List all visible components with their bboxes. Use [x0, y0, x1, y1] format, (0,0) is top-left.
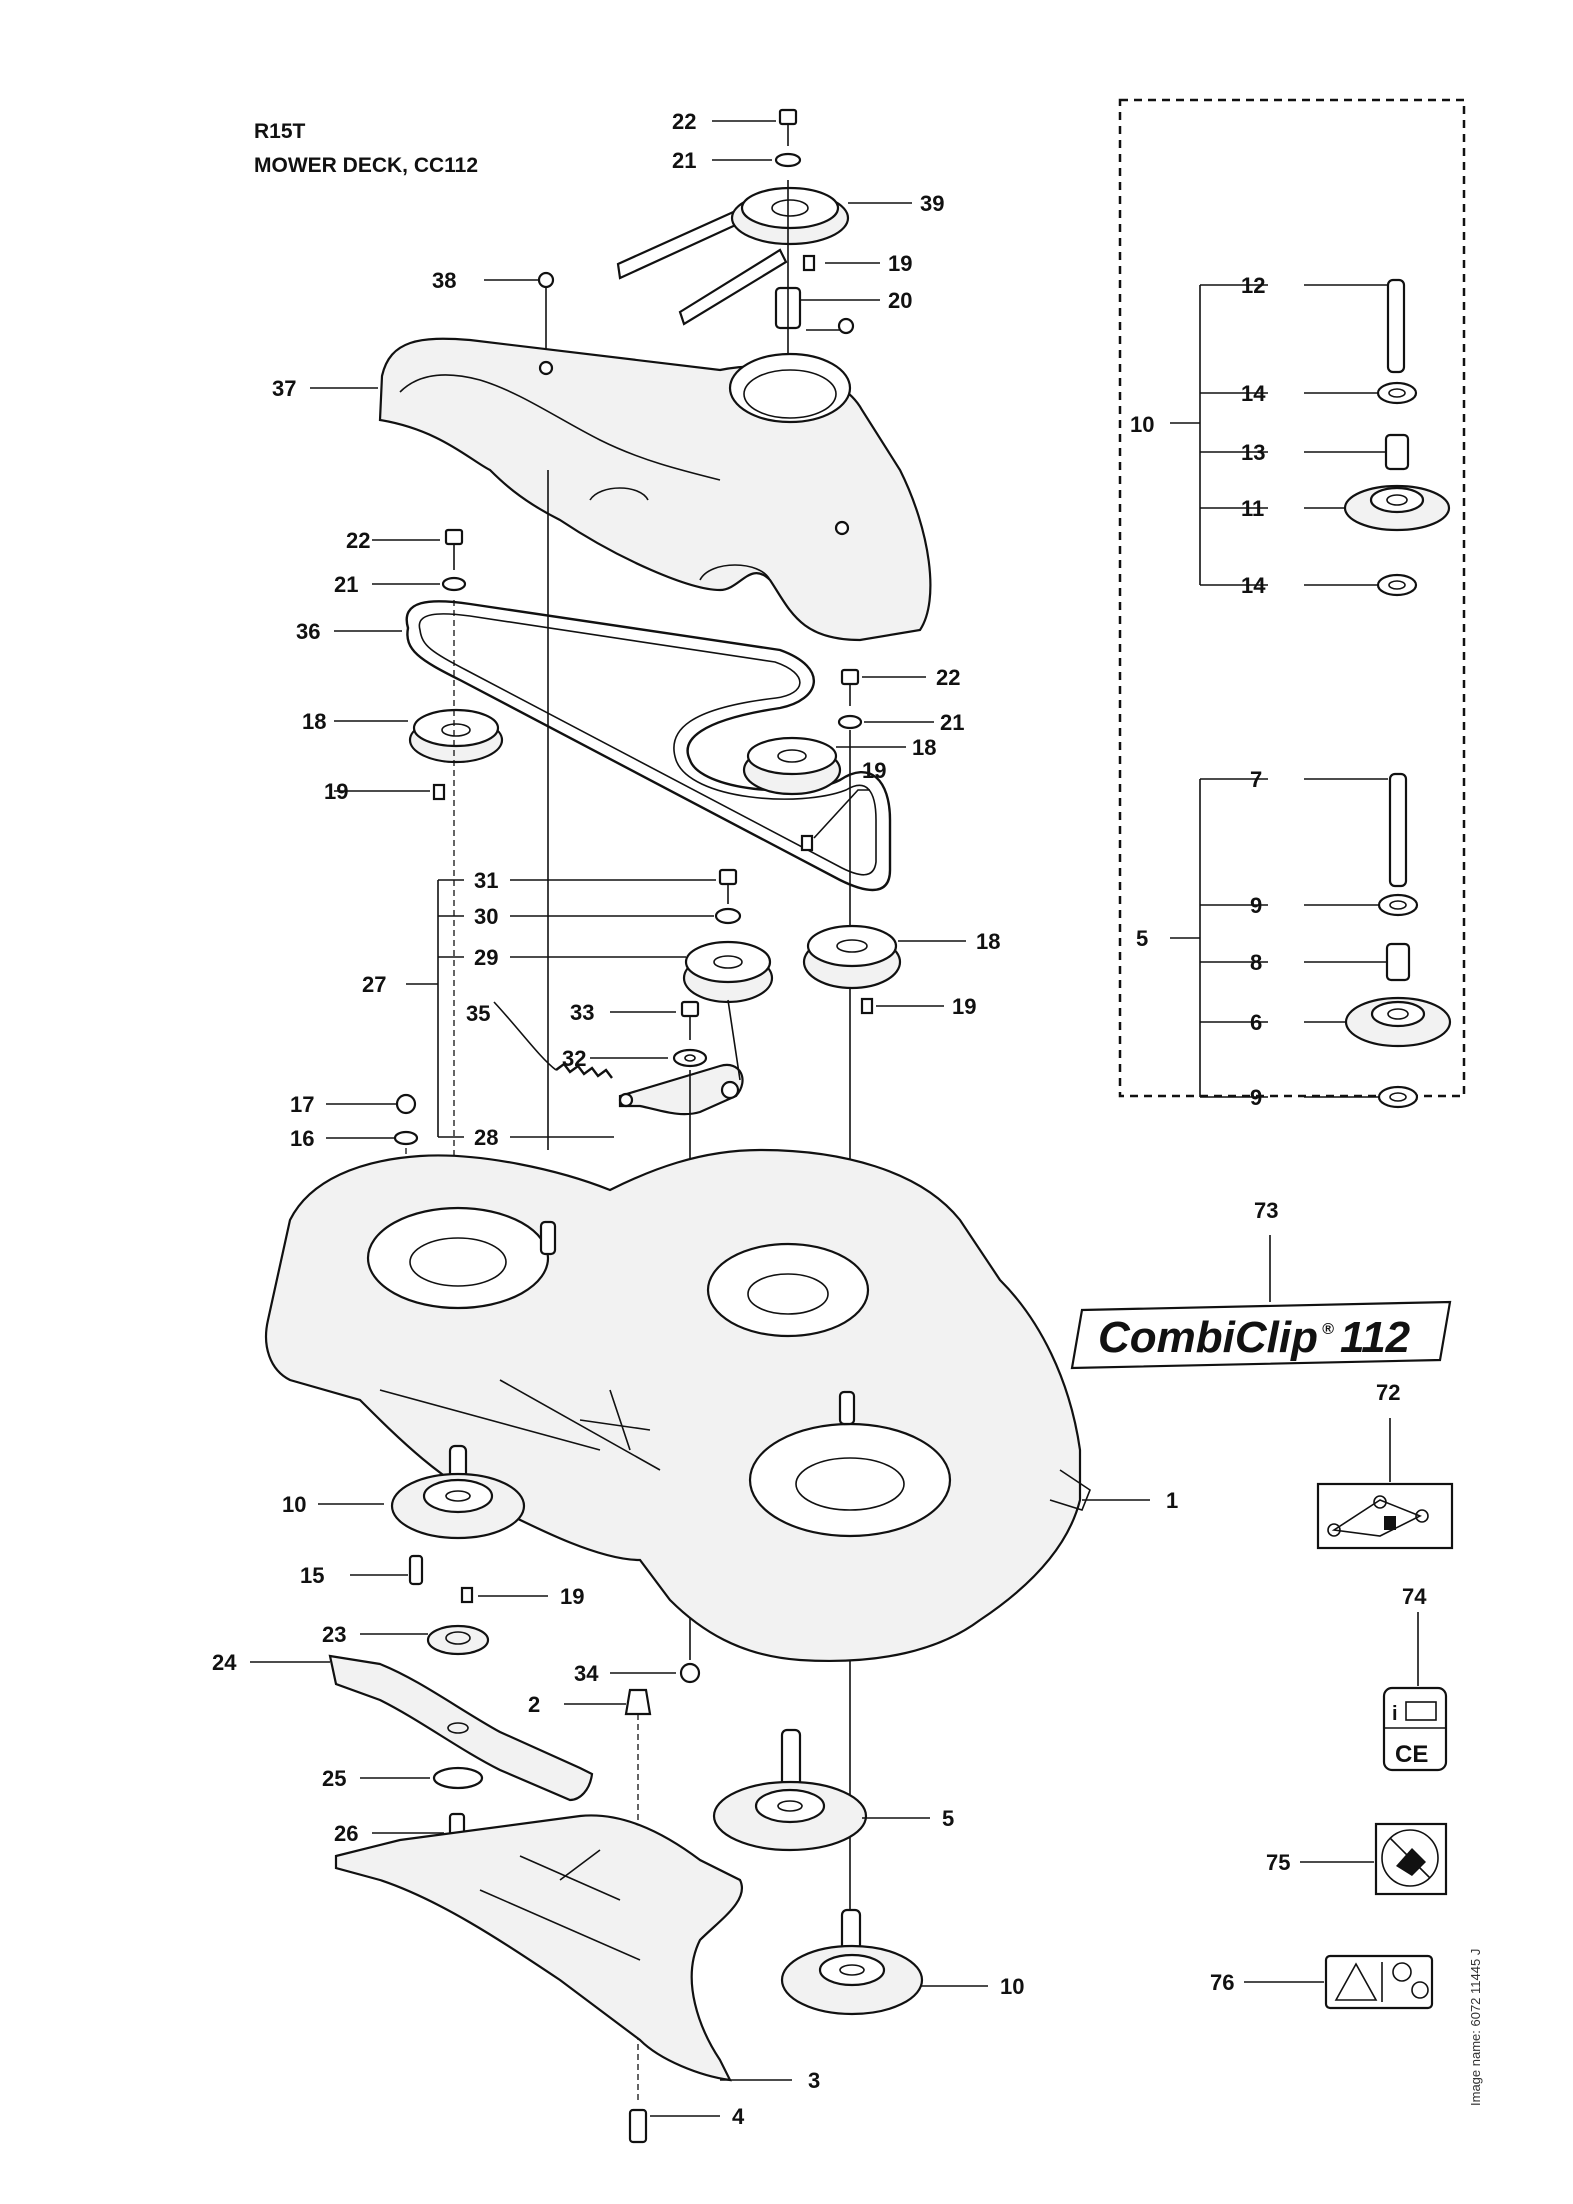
label-17: 17	[290, 1092, 314, 1117]
label-31: 31	[474, 868, 498, 893]
warning-decal-76	[1244, 1954, 1434, 2010]
label-8: 8	[1250, 950, 1262, 975]
idler-kit-27	[406, 868, 774, 1660]
label-20: 20	[888, 288, 912, 313]
label-5-deck: 5	[942, 1806, 954, 1831]
label-22-left: 22	[346, 528, 370, 553]
label-26: 26	[334, 1821, 358, 1846]
label-19-mid: 19	[862, 758, 886, 783]
belt-cover-37	[378, 271, 932, 1150]
label-12: 12	[1241, 273, 1265, 298]
label-32: 32	[562, 1046, 586, 1071]
drive-belt-36	[334, 600, 892, 892]
label-9b: 9	[1250, 1085, 1262, 1110]
label-28: 28	[474, 1125, 498, 1150]
discharge-chute-3	[334, 1814, 792, 2144]
info-ce-decal-74: i CE	[1382, 1612, 1448, 1772]
label-19-top: 19	[888, 251, 912, 276]
label-16: 16	[290, 1126, 314, 1151]
label-36: 36	[296, 619, 320, 644]
label-25: 25	[322, 1766, 346, 1791]
mower-deck-1	[264, 1148, 1150, 1663]
label-14b: 14	[1241, 573, 1266, 598]
label-18-mid: 18	[912, 735, 936, 760]
label-37: 37	[272, 376, 296, 401]
label-38: 38	[432, 268, 456, 293]
label-75: 75	[1266, 1850, 1290, 1875]
label-34: 34	[574, 1661, 599, 1686]
label-3: 3	[808, 2068, 820, 2093]
spindle-kit-10	[1170, 278, 1451, 597]
logo-text: CombiClip	[1098, 1313, 1318, 1362]
label-72: 72	[1376, 1380, 1400, 1405]
top-pulley-assembly	[616, 108, 912, 490]
label-1: 1	[1166, 1488, 1178, 1513]
spindle-kit-5	[1170, 772, 1452, 1109]
warning-decal-75	[1300, 1822, 1448, 1896]
label-18-left: 18	[302, 709, 326, 734]
label-21-top: 21	[672, 148, 696, 173]
left-spindle-blade	[250, 1444, 594, 1850]
label-76: 76	[1210, 1970, 1234, 1995]
label-19-right: 19	[952, 994, 976, 1019]
nut-washer-16-17	[326, 1093, 419, 1420]
image-name: Image name: 6072 11445 J	[1468, 1949, 1483, 2106]
label-14a: 14	[1241, 381, 1266, 406]
ce-mark: CE	[1395, 1741, 1428, 1768]
label-23: 23	[322, 1622, 346, 1647]
middle-spindle-5	[712, 1728, 930, 1852]
label-22-right: 22	[936, 665, 960, 690]
belt-routing-decal-72	[1316, 1418, 1454, 1550]
label-13: 13	[1241, 440, 1265, 465]
left-pulley-hardware	[334, 528, 504, 1290]
label-18-right: 18	[976, 929, 1000, 954]
label-10-left: 10	[282, 1492, 306, 1517]
label-kit-5: 5	[1136, 926, 1148, 951]
label-15: 15	[300, 1563, 324, 1588]
label-19-low: 19	[560, 1584, 584, 1609]
label-74: 74	[1402, 1584, 1427, 1609]
label-24: 24	[212, 1650, 237, 1675]
label-21-left: 21	[334, 572, 358, 597]
label-73: 73	[1254, 1198, 1278, 1223]
label-kit-10: 10	[1130, 412, 1154, 437]
label-33: 33	[570, 1000, 594, 1025]
label-2: 2	[528, 1692, 540, 1717]
label-9a: 9	[1250, 893, 1262, 918]
label-22-top: 22	[672, 109, 696, 134]
combiclip-logo-decal: CombiClip ® 112	[1070, 1235, 1452, 1370]
label-4: 4	[732, 2104, 745, 2129]
label-6: 6	[1250, 1010, 1262, 1035]
bottom-spindle-10	[780, 1908, 988, 2016]
label-39: 39	[920, 191, 944, 216]
label-11: 11	[1241, 496, 1264, 521]
label-27: 27	[362, 972, 386, 997]
logo-number: 112	[1340, 1313, 1411, 1362]
label-7: 7	[1250, 767, 1262, 792]
right-pulley	[802, 924, 966, 1015]
section-title: MOWER DECK, CC112	[254, 154, 478, 177]
label-29: 29	[474, 945, 498, 970]
spindle-kit-box	[1118, 98, 1466, 1098]
label-35: 35	[466, 1001, 490, 1026]
label-30: 30	[474, 904, 498, 929]
info-glyph: i	[1392, 1703, 1398, 1725]
logo-mark: ®	[1322, 1321, 1334, 1338]
label-19-left: 19	[324, 779, 348, 804]
label-10-bottom: 10	[1000, 1974, 1024, 1999]
model-title: R15T	[254, 120, 306, 143]
label-21-right: 21	[940, 710, 964, 735]
